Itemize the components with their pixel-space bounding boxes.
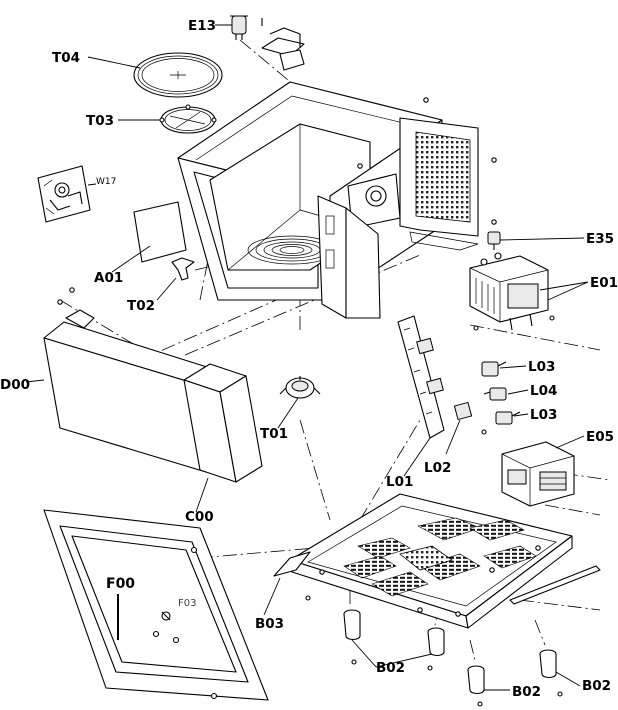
label-E35: E35 xyxy=(586,231,614,247)
label-B02-center: B02 xyxy=(512,684,541,700)
door-frame xyxy=(43,509,269,701)
oven-cavity xyxy=(177,81,497,319)
magnetron xyxy=(469,252,555,331)
interlock-switch-assembly xyxy=(397,315,487,439)
wire-clip-inset xyxy=(37,165,91,223)
label-B02-right: B02 xyxy=(582,678,611,694)
leader-lines xyxy=(25,24,589,691)
turntable-motor xyxy=(279,376,321,399)
label-D00: D00 xyxy=(0,377,30,393)
control-panel xyxy=(183,363,263,483)
label-C00: C00 xyxy=(185,509,214,525)
lamp-assembly xyxy=(230,15,305,71)
roller-ring xyxy=(159,104,217,134)
label-A01: A01 xyxy=(94,270,123,286)
switch-L03-lower xyxy=(495,411,521,425)
label-E13: E13 xyxy=(188,18,216,34)
foot-4 xyxy=(539,649,563,697)
label-L03-upper: L03 xyxy=(528,359,555,375)
label-T02: T02 xyxy=(127,298,155,314)
label-T04: T04 xyxy=(52,50,80,66)
foot-2 xyxy=(427,627,445,671)
label-T03: T03 xyxy=(86,113,114,129)
base-plate xyxy=(289,493,601,629)
label-L03-lower: L03 xyxy=(530,407,557,423)
foot-1 xyxy=(343,609,361,665)
label-B03: B03 xyxy=(255,616,284,632)
label-B02-left: B02 xyxy=(376,660,405,676)
thermal-fuse xyxy=(487,231,501,250)
switch-L03-upper xyxy=(481,361,507,377)
callout-labels: E13 T04 T03 W17 A01 T02 D00 T01 C00 F00 … xyxy=(0,18,618,700)
label-F00: F00 xyxy=(106,576,135,592)
waveguide-cover xyxy=(133,201,187,263)
label-L02: L02 xyxy=(424,460,451,476)
label-F03: F03 xyxy=(178,598,196,609)
label-L01: L01 xyxy=(386,474,413,490)
foot-3 xyxy=(467,665,485,707)
turntable-coupler xyxy=(171,257,195,281)
base-bracket xyxy=(273,551,311,601)
label-T01: T01 xyxy=(260,426,288,442)
label-L04: L04 xyxy=(530,383,557,399)
switch-L04 xyxy=(483,387,507,401)
turntable-glass-plate xyxy=(133,52,223,98)
label-E05: E05 xyxy=(586,429,614,445)
label-E01: E01 xyxy=(590,275,618,291)
label-W17: W17 xyxy=(96,177,116,187)
high-voltage-transformer xyxy=(501,441,575,507)
